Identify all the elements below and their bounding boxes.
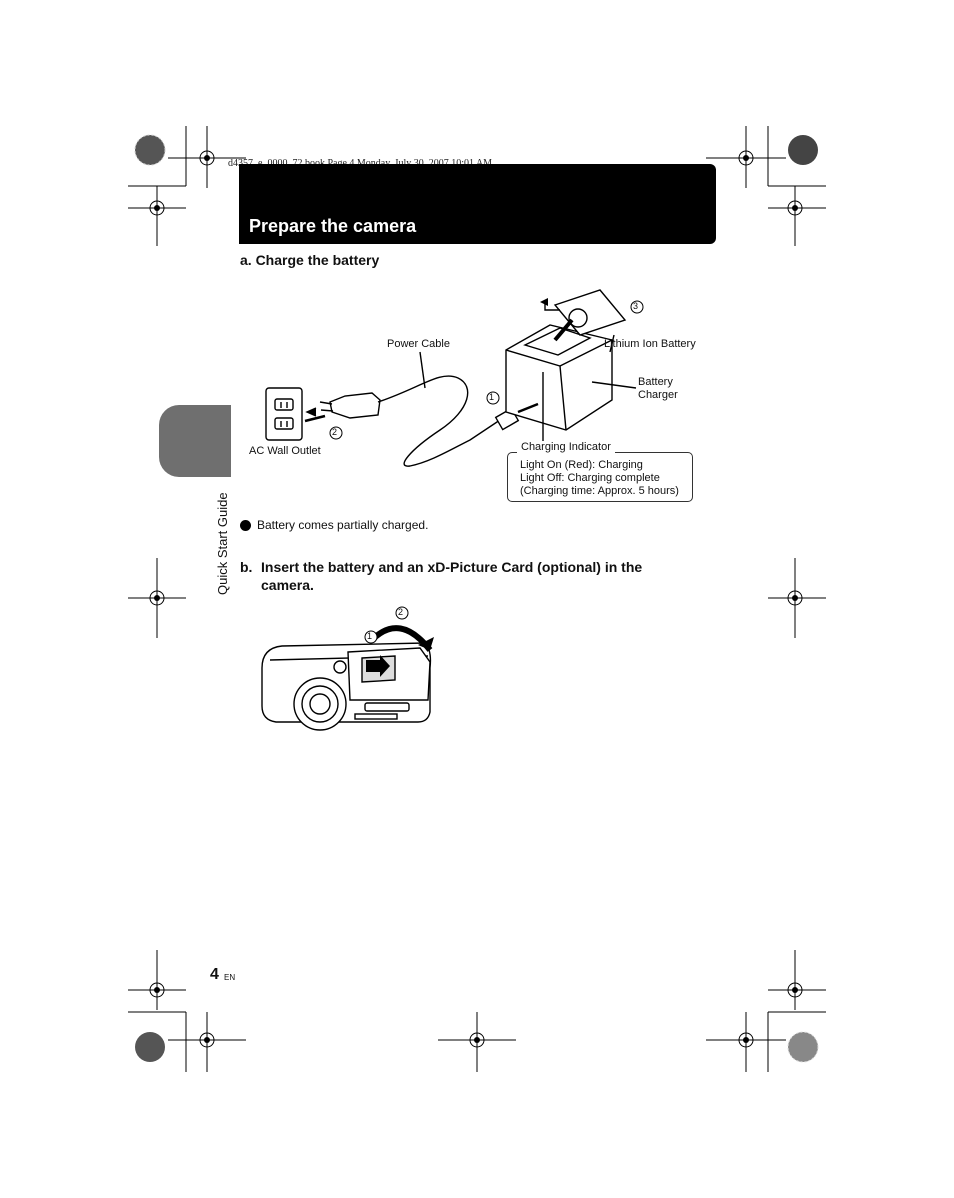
cam-step-2-marker <box>395 606 409 620</box>
page-language: EN <box>224 973 236 982</box>
insert-arrow-icon <box>366 655 390 677</box>
charging-indicator-title: Charging Indicator <box>517 441 615 453</box>
chapter-tab <box>159 405 231 477</box>
ac-outlet-label: AC Wall Outlet <box>249 445 321 457</box>
step-2-marker <box>329 426 343 440</box>
lithium-battery-label: Lithium Ion Battery <box>604 338 696 350</box>
chapter-tab-label: Quick Start Guide <box>215 492 230 595</box>
section-b-label: b. <box>240 559 253 575</box>
step-1-marker <box>486 391 500 405</box>
page-number: 4 <box>210 966 219 983</box>
section-b-title: b. Insert the battery and an xD-Picture … <box>240 558 690 594</box>
color-target <box>134 134 166 166</box>
battery-charger-icon <box>505 324 613 431</box>
print-slug: d4357_e_0000_72.book Page 4 Monday, July… <box>228 158 492 169</box>
header-band <box>239 164 716 244</box>
step-3-marker <box>630 300 644 314</box>
cam-step-2-label: 2 <box>398 607 404 617</box>
power-cable-label: Power Cable <box>387 338 450 350</box>
step-2-label: 2 <box>332 427 338 437</box>
cam-step-1-marker <box>364 630 378 644</box>
power-cable <box>377 375 501 467</box>
bullet-icon <box>240 519 251 531</box>
step-1-label: 1 <box>489 392 495 402</box>
section-a-title: a. Charge the battery <box>240 252 380 268</box>
step-3-label: 3 <box>633 301 639 311</box>
section-b-text: Insert the battery and an xD-Picture Car… <box>261 559 643 593</box>
charging-indicator-box: Light On (Red): Charging Light Off: Char… <box>507 452 693 502</box>
cam-step-1-label: 1 <box>367 631 373 641</box>
battery-charger-label-2: Charger <box>638 389 678 401</box>
page-title: Prepare the camera <box>249 216 417 236</box>
indicator-line-2: Light Off: Charging complete <box>520 472 660 484</box>
battery-charger-label-1: Battery <box>638 376 673 388</box>
indicator-line-1: Light On (Red): Charging <box>520 459 643 471</box>
indicator-line-3: (Charging time: Approx. 5 hours) <box>520 485 679 497</box>
note-row: Battery comes partially charged. <box>240 518 428 532</box>
note-text: Battery comes partially charged. <box>257 518 429 532</box>
power-plug-icon <box>329 392 381 419</box>
